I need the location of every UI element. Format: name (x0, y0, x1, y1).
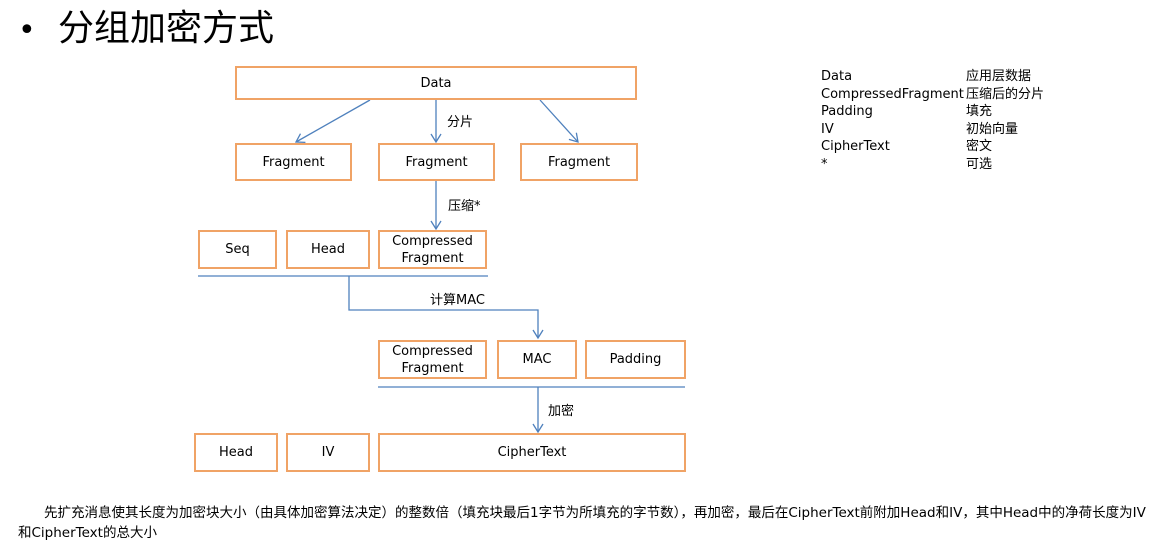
data-box: Data (235, 66, 637, 100)
ciphertext-box: CipherText (378, 433, 686, 472)
padding-box: Padding (585, 340, 686, 379)
label-compute-mac: 计算MAC (430, 293, 485, 308)
legend-meaning: 应用层数据 (966, 69, 1032, 84)
seq-box: Seq (198, 230, 277, 269)
bullet-icon: • (18, 13, 36, 48)
legend-meaning: 密文 (966, 139, 993, 155)
mac-box: MAC (497, 340, 577, 379)
legend-row: CipherText 密文 (821, 138, 1044, 156)
legend-term: CipherText (821, 139, 890, 155)
label-encrypt: 加密 (548, 404, 575, 419)
legend-row: Data 应用层数据 (821, 68, 1044, 86)
legend-meaning: 初始向量 (966, 121, 1019, 137)
iv-box: IV (286, 433, 370, 472)
legend-term: Data (821, 69, 853, 84)
fragment-box-3: Fragment (520, 143, 638, 181)
slide-title: • 分组加密方式 (18, 4, 274, 56)
legend-term: Padding (821, 104, 873, 120)
explanation-note: 先扩充消息使其长度为加密块大小（由具体加密算法决定）的整数倍（填充块最后1字节为… (18, 505, 1146, 541)
label-split: 分片 (447, 115, 474, 130)
arrow-compute-mac (348, 276, 544, 340)
fragment-box-1: Fragment (235, 143, 352, 181)
legend-meaning: 压缩后的分片 (966, 86, 1045, 102)
legend-row: * 可选 (821, 156, 1044, 174)
fragment-box-2: Fragment (378, 143, 495, 181)
arrow-data-to-fragment-3 (539, 99, 579, 143)
legend-row: IV 初始向量 (821, 121, 1044, 139)
legend-term: CompressedFragment (821, 86, 964, 102)
legend-meaning: 可选 (966, 156, 993, 172)
legend-meaning: 填充 (966, 104, 993, 120)
title-text: 分组加密方式 (58, 8, 275, 49)
final-head-box: Head (194, 433, 278, 472)
legend-term: IV (821, 121, 834, 137)
arrow-data-to-fragment-1 (294, 99, 371, 144)
head-box: Head (286, 230, 370, 269)
legend-term: * (821, 156, 828, 172)
label-compress: 压缩* (448, 199, 481, 214)
legend-row: Padding 填充 (821, 103, 1044, 121)
